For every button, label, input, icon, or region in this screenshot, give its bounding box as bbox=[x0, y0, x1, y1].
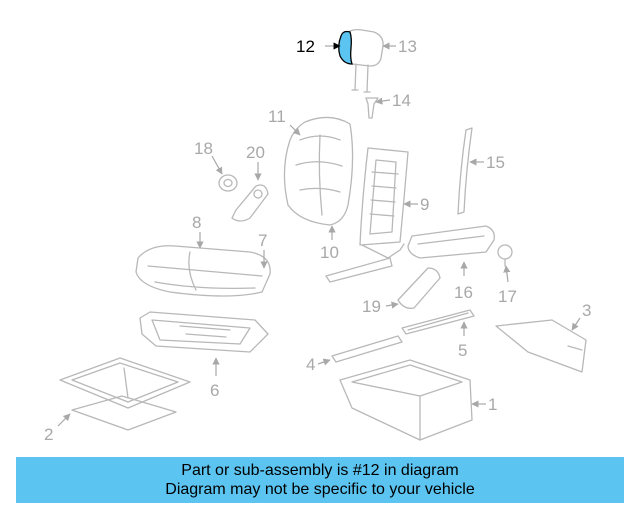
seatback-cushion bbox=[283, 116, 354, 226]
callout-17[interactable]: 17 bbox=[498, 287, 517, 306]
callout-11[interactable]: 11 bbox=[268, 107, 286, 126]
seat-cushion bbox=[135, 245, 271, 297]
callout-8[interactable]: 8 bbox=[192, 213, 201, 232]
callout-6[interactable]: 6 bbox=[210, 381, 219, 400]
leader-11 bbox=[289, 124, 301, 136]
callout-10[interactable]: 10 bbox=[320, 243, 339, 262]
leader-3 bbox=[571, 317, 581, 331]
leader-17 bbox=[503, 265, 511, 283]
callout-14[interactable]: 14 bbox=[392, 91, 411, 110]
info-banner: Part or sub-assembly is #12 in diagram D… bbox=[16, 457, 624, 503]
trim-strip bbox=[457, 127, 473, 215]
leader-2 bbox=[57, 413, 71, 427]
callout-18[interactable]: 18 bbox=[194, 139, 213, 158]
callout-9[interactable]: 9 bbox=[420, 195, 429, 214]
callout-1[interactable]: 1 bbox=[488, 395, 497, 414]
callout-3[interactable]: 3 bbox=[582, 301, 591, 320]
callout-4[interactable]: 4 bbox=[306, 355, 315, 374]
callout-13[interactable]: 13 bbox=[398, 37, 417, 56]
callout-5[interactable]: 5 bbox=[458, 341, 467, 360]
leader-4 bbox=[317, 358, 331, 366]
seat-rails bbox=[331, 309, 475, 363]
callout-15[interactable]: 15 bbox=[486, 153, 505, 172]
leader-18 bbox=[211, 155, 223, 175]
seatback-frame bbox=[325, 147, 409, 283]
seat-pan bbox=[139, 311, 269, 353]
bracket bbox=[231, 184, 269, 222]
callout-7[interactable]: 7 bbox=[258, 231, 267, 250]
leader-14 bbox=[375, 97, 391, 105]
armrest bbox=[407, 225, 495, 259]
side-panel bbox=[495, 319, 587, 373]
callout-12[interactable]: 12 bbox=[296, 37, 315, 56]
knob bbox=[497, 244, 513, 267]
banner-line-2: Diagram may not be specific to your vehi… bbox=[165, 481, 475, 498]
seat-adjuster bbox=[59, 357, 191, 431]
leader-19 bbox=[385, 301, 399, 309]
trim-cover bbox=[397, 267, 441, 309]
bushing bbox=[218, 174, 238, 192]
callout-16[interactable]: 16 bbox=[454, 283, 473, 302]
callout-19[interactable]: 19 bbox=[362, 297, 381, 316]
guide-sleeve bbox=[365, 97, 379, 119]
banner-line-1: Part or sub-assembly is #12 in diagram bbox=[181, 462, 459, 479]
callout-2[interactable]: 2 bbox=[44, 425, 53, 444]
storage-tray bbox=[339, 359, 473, 441]
callout-20[interactable]: 20 bbox=[246, 143, 265, 162]
headrest-cover-highlight[interactable] bbox=[338, 30, 353, 65]
